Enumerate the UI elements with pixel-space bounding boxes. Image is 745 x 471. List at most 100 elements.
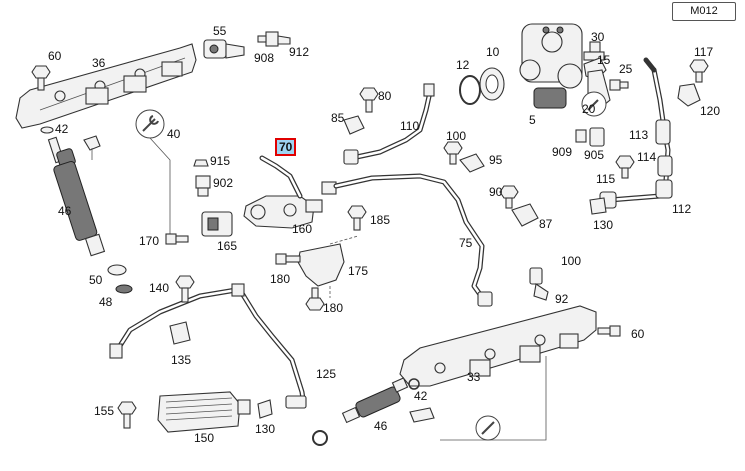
seal-42-upper <box>40 126 54 134</box>
callout-50[interactable]: 50 <box>89 273 103 287</box>
callout-110[interactable]: 110 <box>400 119 420 133</box>
callout-912[interactable]: 912 <box>289 45 310 59</box>
callout-140[interactable]: 140 <box>149 281 170 295</box>
callout-180[interactable]: 180 <box>323 301 344 315</box>
snap-ring <box>312 430 328 446</box>
callout-117[interactable]: 117 <box>694 45 714 59</box>
wrench-symbol-pump <box>581 91 607 117</box>
fuel-rail-upper <box>15 43 197 129</box>
callout-48[interactable]: 48 <box>99 295 113 309</box>
clamp-87 <box>511 203 539 227</box>
callout-10[interactable]: 10 <box>486 45 500 59</box>
callout-165[interactable]: 165 <box>217 239 238 253</box>
callout-125[interactable]: 125 <box>316 367 337 381</box>
callout-20[interactable]: 20 <box>582 102 596 116</box>
callout-25[interactable]: 25 <box>619 62 633 76</box>
callout-130[interactable]: 130 <box>593 218 614 232</box>
callout-112[interactable]: 112 <box>672 202 692 216</box>
clip-lower <box>409 407 435 423</box>
oring-48 <box>115 284 133 294</box>
bracket-92 <box>529 267 549 301</box>
sensor-55 <box>203 39 245 59</box>
bolt-185 <box>347 205 367 231</box>
bolt-80 <box>359 87 379 113</box>
callout-135[interactable]: 135 <box>171 353 192 367</box>
callout-87[interactable]: 87 <box>539 217 553 231</box>
seal-42-lower <box>408 378 420 390</box>
callout-12[interactable]: 12 <box>456 58 470 72</box>
callout-33[interactable]: 33 <box>467 370 481 384</box>
callout-60[interactable]: 60 <box>48 49 62 63</box>
bolt-115 <box>615 155 635 179</box>
callout-150[interactable]: 150 <box>194 431 215 445</box>
clamp-135 <box>169 321 191 345</box>
callout-120[interactable]: 120 <box>700 104 721 118</box>
fuel-rail-lower <box>399 305 597 387</box>
bolt-60-upper <box>31 65 51 91</box>
clamp-85 <box>343 115 365 135</box>
clamp-95 <box>459 153 485 173</box>
callout-113[interactable]: 113 <box>629 128 649 142</box>
clamp-120 <box>677 83 701 107</box>
bolt-180-lower <box>305 287 325 311</box>
callout-92[interactable]: 92 <box>555 292 569 306</box>
bolt-100-upper <box>443 141 463 165</box>
callout-100[interactable]: 100 <box>561 254 582 268</box>
callout-46[interactable]: 46 <box>58 204 72 218</box>
callout-90[interactable]: 90 <box>489 185 503 199</box>
callout-36[interactable]: 36 <box>92 56 106 70</box>
injector-46-lower <box>341 377 409 424</box>
injector-46-left <box>47 136 106 257</box>
callout-60[interactable]: 60 <box>631 327 645 341</box>
callout-15[interactable]: 15 <box>597 53 611 67</box>
bolt-60-lower <box>597 325 621 337</box>
bolt-140 <box>175 275 195 303</box>
bracket-175 <box>297 235 359 298</box>
callout-80[interactable]: 80 <box>378 89 392 103</box>
leader-33 <box>440 356 547 441</box>
diagram-code-box: M012 <box>672 2 736 21</box>
clip-130-right <box>589 197 607 215</box>
valve-160 <box>243 155 337 229</box>
pipe-110 <box>343 83 435 165</box>
callout-30[interactable]: 30 <box>591 30 605 44</box>
callout-905[interactable]: 905 <box>584 148 605 162</box>
bolt-180-upper <box>275 253 301 265</box>
high-pressure-pump-5 <box>519 23 583 109</box>
callout-155[interactable]: 155 <box>94 404 115 418</box>
callout-55[interactable]: 55 <box>213 24 227 38</box>
clip-near-40 <box>83 135 101 160</box>
callout-42[interactable]: 42 <box>55 122 69 136</box>
callout-100[interactable]: 100 <box>446 129 467 143</box>
hose-assembly-right <box>599 57 673 209</box>
wrench-symbol-40 <box>135 109 171 235</box>
callout-5[interactable]: 5 <box>529 113 536 127</box>
callout-114[interactable]: 114 <box>637 150 657 164</box>
bolt-117 <box>689 59 709 83</box>
connector-908 <box>257 31 291 47</box>
connector-909-905 <box>575 127 605 147</box>
bolt-90 <box>499 185 519 209</box>
callout-908[interactable]: 908 <box>254 51 275 65</box>
callout-46[interactable]: 46 <box>374 419 388 433</box>
callout-175[interactable]: 175 <box>348 264 369 278</box>
callout-185[interactable]: 185 <box>370 213 391 227</box>
callout-909[interactable]: 909 <box>552 145 573 159</box>
callout-130[interactable]: 130 <box>255 422 276 436</box>
callout-915[interactable]: 915 <box>210 154 231 168</box>
callout-75[interactable]: 75 <box>459 236 473 250</box>
callout-180[interactable]: 180 <box>270 272 291 286</box>
callout-115[interactable]: 115 <box>596 172 616 186</box>
pipe-75 <box>333 173 493 307</box>
callout-160[interactable]: 160 <box>292 222 313 236</box>
callout-170[interactable]: 170 <box>139 234 160 248</box>
callout-85[interactable]: 85 <box>331 111 345 125</box>
callout-42[interactable]: 42 <box>414 389 428 403</box>
callout-95[interactable]: 95 <box>489 153 503 167</box>
cooler-150 <box>157 391 251 433</box>
callout-902[interactable]: 902 <box>213 176 234 190</box>
callout-70-highlighted[interactable]: 70 <box>275 138 297 156</box>
callout-40[interactable]: 40 <box>167 127 181 141</box>
